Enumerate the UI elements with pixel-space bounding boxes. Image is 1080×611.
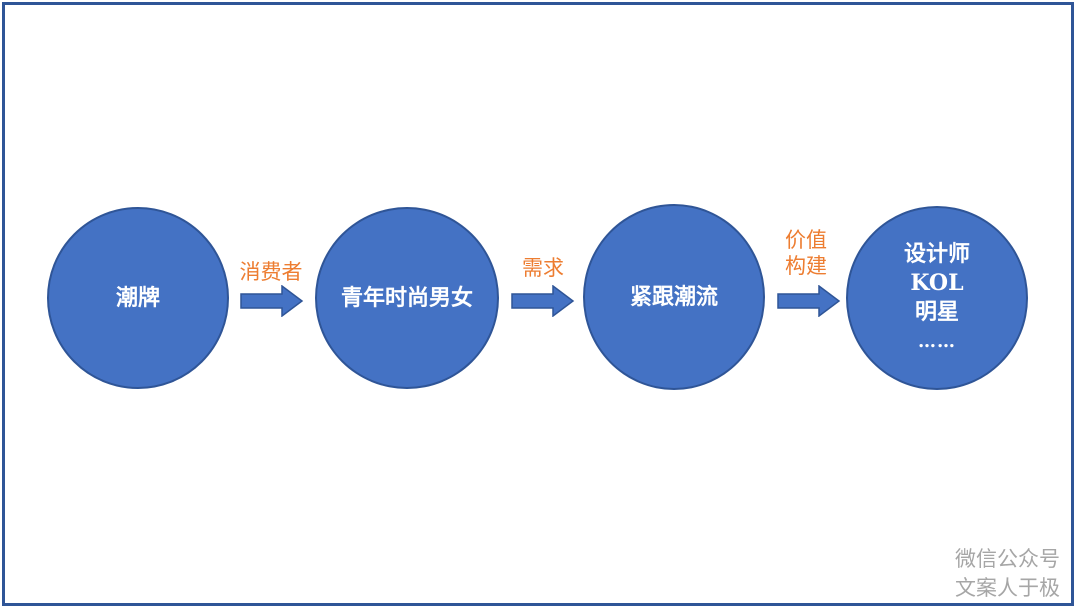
node-label-ellipsis: …… [918,331,956,352]
node-label-star: 明星 [914,299,959,325]
watermark-line-2: 文案人于极 [955,576,1060,600]
edge-label-consumer: 消费者 [239,260,303,284]
edge-label-demand: 需求 [522,256,564,280]
edge-label-value-build: 价值 构建 [785,228,827,278]
watermark: 微信公众号 文案人于极 [955,545,1060,603]
node-influencers: 设计师 KOL 明星 …… [846,206,1028,390]
node-label-kol: KOL [910,270,964,296]
node-label: 潮牌 [115,284,160,311]
watermark-line-1: 微信公众号 [955,547,1060,571]
arrow-right-icon [511,285,575,317]
node-young-fashion: 青年时尚男女 [315,207,499,389]
node-follow-trend: 紧跟潮流 [583,204,765,390]
node-label: 紧跟潮流 [629,283,718,310]
node-chaopai: 潮牌 [47,207,229,389]
arrow-right-icon [777,285,841,317]
node-label: 青年时尚男女 [340,284,473,311]
arrow-right-icon [240,285,304,317]
node-label-designer: 设计师 [903,241,970,267]
